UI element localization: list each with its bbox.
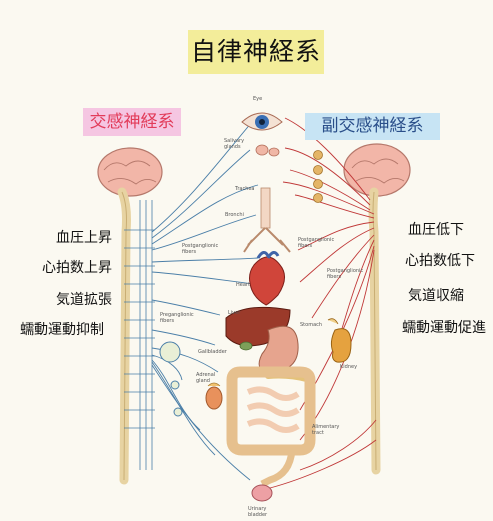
- organ-label-adrenal: Adrenal gland: [196, 372, 224, 384]
- sympathetic-effect-heart-rate: 心拍数上昇: [42, 260, 112, 276]
- organ-label-liver: Liver: [228, 310, 240, 316]
- organ-label-kidney: Kidney: [340, 364, 357, 370]
- organ-label-gallbladder: Gallbladder: [198, 349, 227, 355]
- organ-label-postganglionic-right: Postganglionic fibers: [298, 237, 334, 249]
- organ-label-trachea: Trachea: [235, 186, 255, 192]
- heart-icon: [250, 252, 285, 305]
- organ-label-preganglionic: Preganglionic fibers: [160, 312, 196, 324]
- organ-label-alimentary: Alimentary tract: [312, 424, 342, 436]
- parasympathetic-heading: 副交感神経系: [305, 113, 440, 140]
- organ-label-postganglionic-right2: Postganglionic fibers: [327, 268, 363, 280]
- trachea-icon: [244, 188, 290, 252]
- parasympathetic-ganglia: [314, 151, 323, 203]
- organ-label-bladder: Urinary bladder: [248, 506, 278, 518]
- parasympathetic-effect-airway: 気道収縮: [408, 288, 464, 304]
- salivary-glands-icon: [256, 145, 279, 156]
- organ-label-eye: Eye: [253, 96, 262, 102]
- sympathetic-nerves: [152, 122, 262, 480]
- page-title: 自律神経系: [188, 30, 324, 74]
- organ-label-postganglionic-left: Postganglionic fibers: [182, 243, 218, 255]
- organ-label-salivary: Salivary glands: [224, 138, 248, 150]
- organ-label-heart: Heart: [236, 282, 250, 288]
- sympathetic-effect-peristalsis: 蠕動運動抑制: [20, 322, 104, 338]
- organ-label-bronchi: Bronchi: [225, 212, 244, 218]
- sympathetic-heading: 交感神経系: [83, 108, 181, 136]
- adrenal-gland-icon: [206, 383, 222, 409]
- right-brain-icon: [344, 144, 410, 470]
- sympathetic-effect-blood-pressure: 血圧上昇: [56, 230, 112, 246]
- parasympathetic-effect-peristalsis: 蠕動運動促進: [402, 320, 486, 336]
- parasympathetic-effect-heart-rate: 心拍数低下: [405, 253, 475, 269]
- intestines-icon: [232, 372, 310, 484]
- kidney-icon: [328, 319, 351, 363]
- parasympathetic-effect-blood-pressure: 血圧低下: [408, 222, 464, 238]
- sympathetic-effect-airway: 気道拡張: [56, 292, 112, 308]
- bladder-icon: [252, 485, 272, 501]
- organ-label-stomach: Stomach: [300, 322, 322, 328]
- celiac-ganglion: [160, 342, 180, 362]
- gallbladder-icon: [240, 342, 252, 350]
